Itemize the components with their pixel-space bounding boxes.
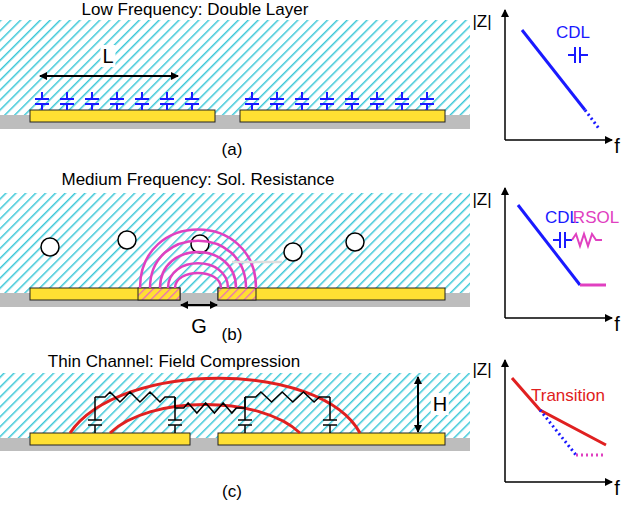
curve-label: Transition bbox=[531, 387, 605, 406]
element-label: RSOL bbox=[573, 209, 619, 228]
dimension-label: H bbox=[431, 393, 449, 415]
axis-label: f bbox=[614, 135, 620, 157]
channel-a bbox=[0, 20, 470, 129]
dimension-label: L bbox=[100, 45, 115, 67]
element-label: CDL bbox=[556, 24, 590, 43]
dimension-label: G bbox=[191, 315, 207, 337]
panel-label: (a) bbox=[222, 141, 243, 160]
graph-b bbox=[505, 188, 612, 318]
panel-label: (b) bbox=[222, 326, 243, 345]
axis-label: f bbox=[614, 313, 620, 335]
graph-c bbox=[505, 360, 612, 482]
panel-title: Low Frequency: Double Layer bbox=[82, 1, 309, 20]
axis-label: |Z| bbox=[472, 13, 491, 32]
panel-title: Medium Frequency: Sol. Resistance bbox=[61, 171, 334, 190]
axis-label: |Z| bbox=[472, 191, 491, 210]
panel-label: (c) bbox=[222, 483, 242, 502]
graph-a bbox=[505, 10, 612, 140]
panel-title: Thin Channel: Field Compression bbox=[48, 353, 300, 372]
axis-label: f bbox=[614, 477, 620, 499]
channel-c bbox=[0, 373, 470, 451]
channel-b bbox=[0, 193, 470, 307]
axis-label: |Z| bbox=[472, 361, 491, 380]
